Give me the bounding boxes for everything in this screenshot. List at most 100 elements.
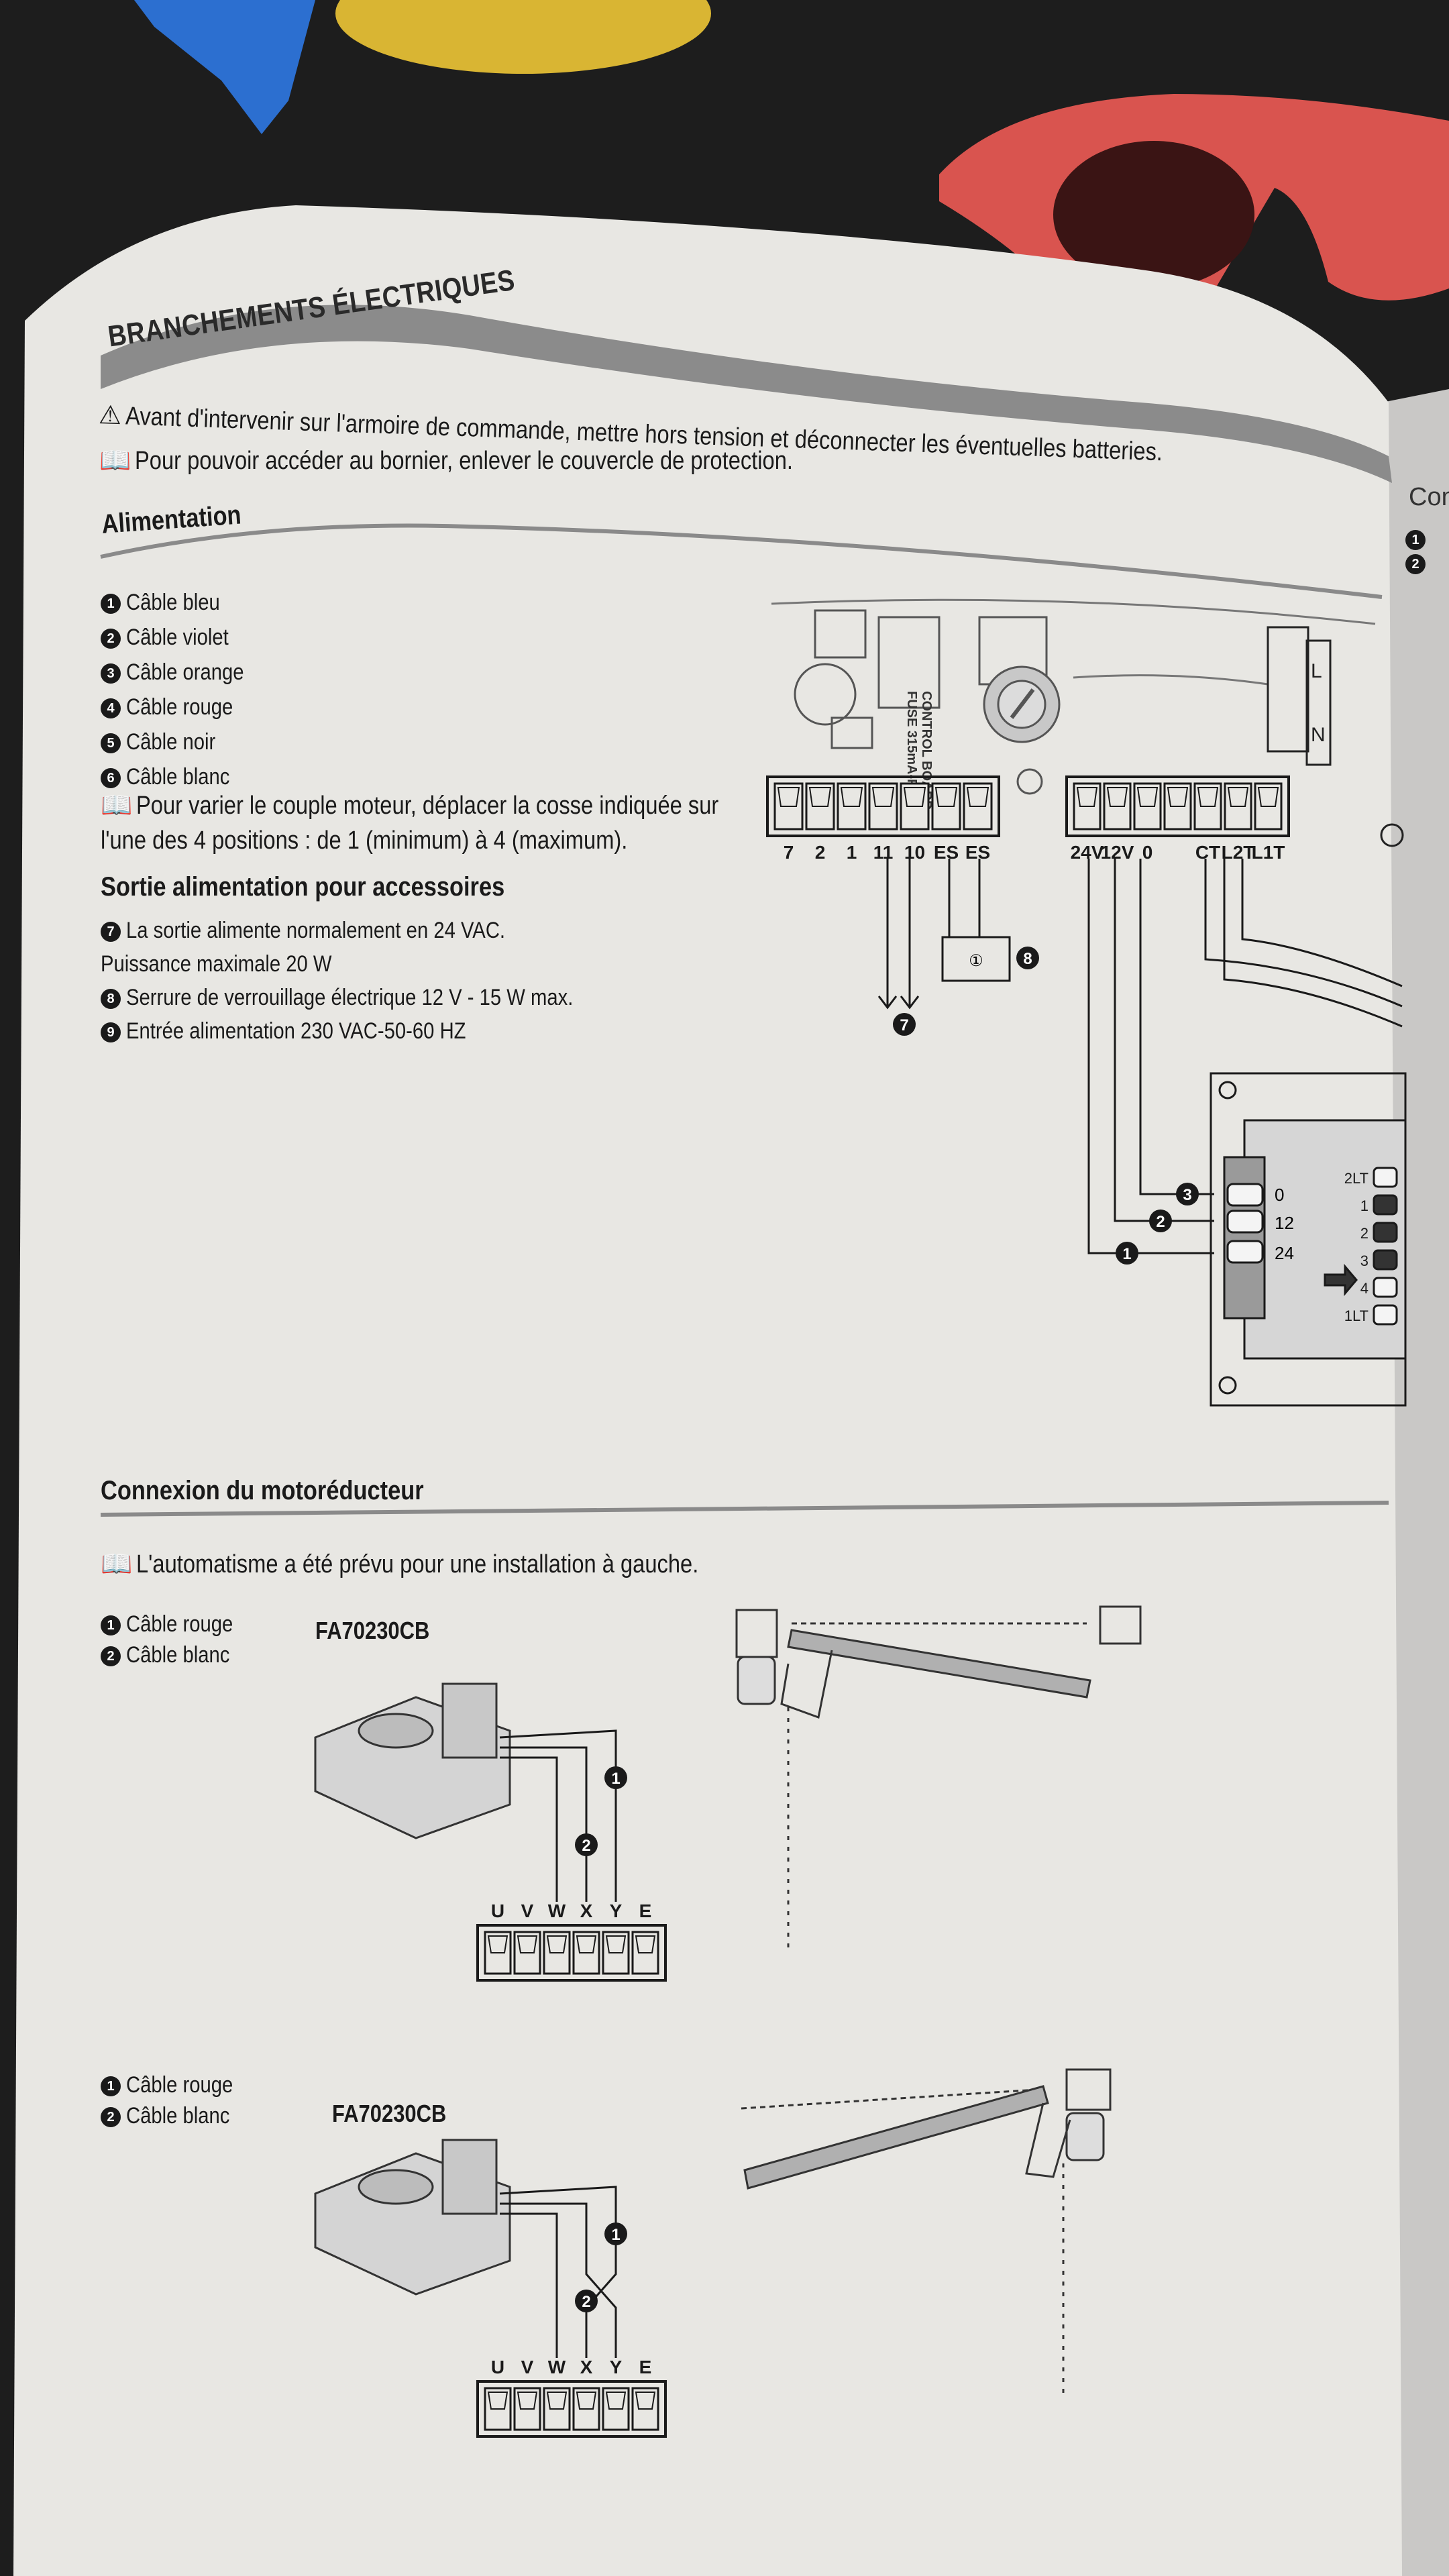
terminal-label: E [639,1900,652,1921]
motor-wire [499,2186,617,2358]
control-board-diagram [771,598,1404,847]
next-page-heading: Con [1409,483,1449,511]
next-page [1382,389,1449,2576]
torque-slot [1373,1304,1398,1326]
number-marker [1176,1183,1199,1205]
number-marker [1116,1242,1138,1265]
torque-slot [1373,1249,1398,1271]
terminal-screw [546,2392,568,2410]
terminal-label: ES [965,842,990,863]
terminal-label: W [548,1900,566,1921]
motor-gearbox [441,2139,498,2215]
number-marker-label: 2 [582,1837,590,1855]
terminal-label: Y [610,1900,623,1921]
motor-rule [100,1501,1389,1517]
torque-position-label: 4 [1360,1280,1368,1297]
motor-wire [500,2202,617,2358]
mains-label-l: L [1311,660,1322,682]
torque-slot [1373,1167,1398,1188]
terminal-label: V [521,2357,534,2377]
terminal-label: L1T [1252,842,1285,863]
torque-position-label: 2LT [1344,1170,1368,1187]
motor-heading: Connexion du motoréducteur [101,1476,424,1505]
motor-terminal-block-housing [476,1924,667,1982]
terminal-label: 0 [1142,842,1153,863]
gate-diagram-right [741,2068,1112,2395]
transformer-input-0: 0 [1275,1185,1284,1205]
number-marker [893,1013,916,1036]
terminal-label: ES [934,842,959,863]
terminal-screw [934,787,958,807]
terminal-screw [777,787,800,807]
torque-note: 📖Pour varier le couple moteur, déplacer … [101,788,814,858]
terminal-screw [966,787,989,807]
terminal-label: 1 [847,842,857,863]
alimentation-rule [100,523,1383,599]
blue-bag [134,0,315,134]
terminal-label: 24V [1071,842,1104,863]
motor-1-model: FA70230CB [315,1617,430,1644]
terminal-label: 7 [784,842,794,863]
motor-2-model: FA70230CB [332,2100,447,2127]
terminal-screw [1197,787,1219,807]
terminal-block-left-housing [766,775,1000,837]
terminal-slot [805,782,835,830]
terminal-screw [576,1935,597,1953]
electric-lock [941,936,1011,982]
number-marker-label: 8 [1023,950,1032,968]
terminal-screw [487,1935,508,1953]
gate-diagram-left [735,1605,1142,1952]
number-marker-label: 1 [611,1770,620,1788]
number-marker-label: 3 [1183,1186,1191,1204]
terminal-screw [1227,787,1249,807]
arrow-icon [1324,1263,1358,1297]
terminal-label: CT [1195,842,1220,863]
terminal-screw [635,1935,656,1953]
book-icon: 📖 [99,447,131,475]
motor-wire [499,1729,617,1902]
mains-terminal [1267,626,1309,753]
number-marker-label: 1 [611,2226,620,2244]
terminal-screw [1257,787,1279,807]
terminal-label: E [639,2357,652,2377]
terminal-screw [546,1935,568,1953]
terminal-label: X [580,1900,593,1921]
terminal-screw [1136,787,1159,807]
banana [335,0,711,74]
accessories-heading: Sortie alimentation pour accessoires [101,872,505,902]
torque-position-label: 1 [1360,1197,1368,1214]
accessory-item: Puissance maximale 20 W [101,951,332,977]
earth-icon [1380,823,1404,847]
terminal-label: 11 [873,842,894,863]
torque-position-label: 2 [1360,1225,1368,1242]
sunglasses-lens [1053,141,1254,288]
terminal-block-right-housing [1065,775,1290,837]
terminal-screw [1076,787,1098,807]
document-page [13,205,1402,2576]
transformer-input-24: 24 [1275,1243,1294,1263]
terminal-screw [1167,787,1189,807]
terminal-screw [903,787,926,807]
terminal-screw [635,2392,656,2410]
terminal-label: 12V [1101,842,1134,863]
terminal-label: Y [610,2357,623,2377]
terminal-label: W [548,2357,566,2377]
terminal-slot [963,782,993,830]
terminal-screw [1106,787,1128,807]
torque-slot [1373,1277,1398,1298]
